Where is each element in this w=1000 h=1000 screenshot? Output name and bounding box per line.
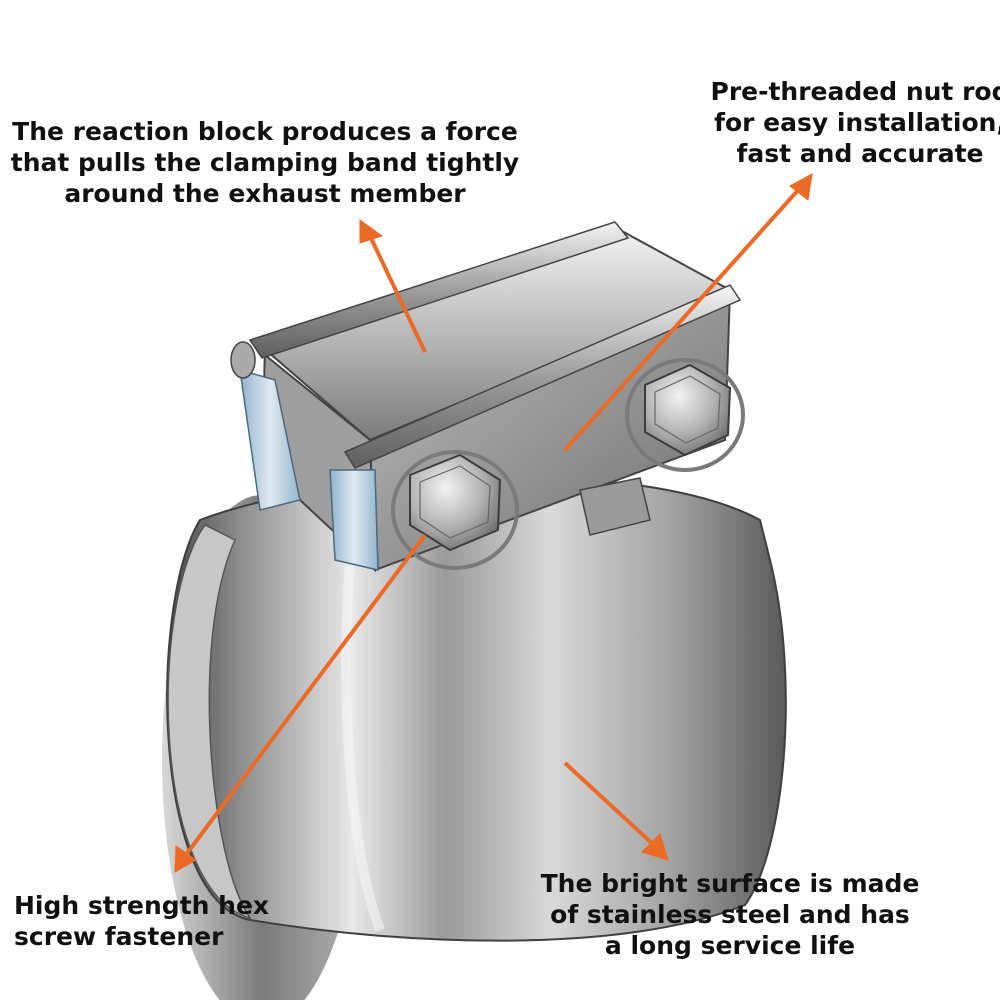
hex-bolt-rear xyxy=(625,358,745,472)
zinc-end-piece-left xyxy=(239,368,301,511)
arrowhead-hex-fastener xyxy=(174,845,197,873)
arrowhead-pre-threaded xyxy=(789,173,813,201)
hex-bolt-front-washer xyxy=(391,450,519,570)
callout-line: around the exhaust member xyxy=(64,179,466,208)
band-highlight xyxy=(341,559,385,932)
threaded-rod-lower xyxy=(343,284,742,469)
callout-line: The bright surface is made xyxy=(540,869,920,898)
arrow-hex-fastener xyxy=(183,533,427,858)
nut-under-block xyxy=(579,477,651,536)
callout-line: High strength hex xyxy=(14,891,270,920)
arrow-bright-surface xyxy=(563,761,657,848)
arrowhead-reaction-block xyxy=(359,219,384,244)
callout-bright-surface: The bright surface is made of stainless … xyxy=(520,868,940,961)
hex-bolt-front-face xyxy=(419,465,491,539)
hex-bolt-rear-washer xyxy=(625,358,745,472)
hex-bolt-rear-face xyxy=(654,375,721,444)
callout-line: screw fastener xyxy=(14,922,224,951)
callout-line: a long service life xyxy=(604,931,856,960)
rod-end-stub xyxy=(230,341,256,379)
zinc-end-piece-front xyxy=(329,469,379,571)
hex-bolt-front xyxy=(391,450,519,570)
callout-reaction-block: The reaction block produces a force that… xyxy=(0,116,530,209)
threaded-rod-top xyxy=(248,221,630,359)
callout-line: Pre-threaded nut rod xyxy=(710,77,1000,106)
callout-pre-threaded-nut-rod: Pre-threaded nut rod for easy installati… xyxy=(680,76,1000,169)
callout-line: The reaction block produces a force xyxy=(12,117,518,146)
callout-line: for easy installation, xyxy=(714,108,1000,137)
callout-line: fast and accurate xyxy=(736,139,984,168)
arrowhead-bright-surface xyxy=(641,833,669,861)
callout-line: that pulls the clamping band tightly xyxy=(10,148,520,177)
arrow-reaction-block xyxy=(368,235,427,353)
band-inner-lip xyxy=(167,524,252,920)
callout-line: of stainless steel and has xyxy=(550,900,910,929)
callout-arrows xyxy=(174,173,813,873)
callout-hex-screw-fastener: High strength hex screw fastener xyxy=(14,890,269,952)
arrow-pre-threaded xyxy=(563,186,802,452)
